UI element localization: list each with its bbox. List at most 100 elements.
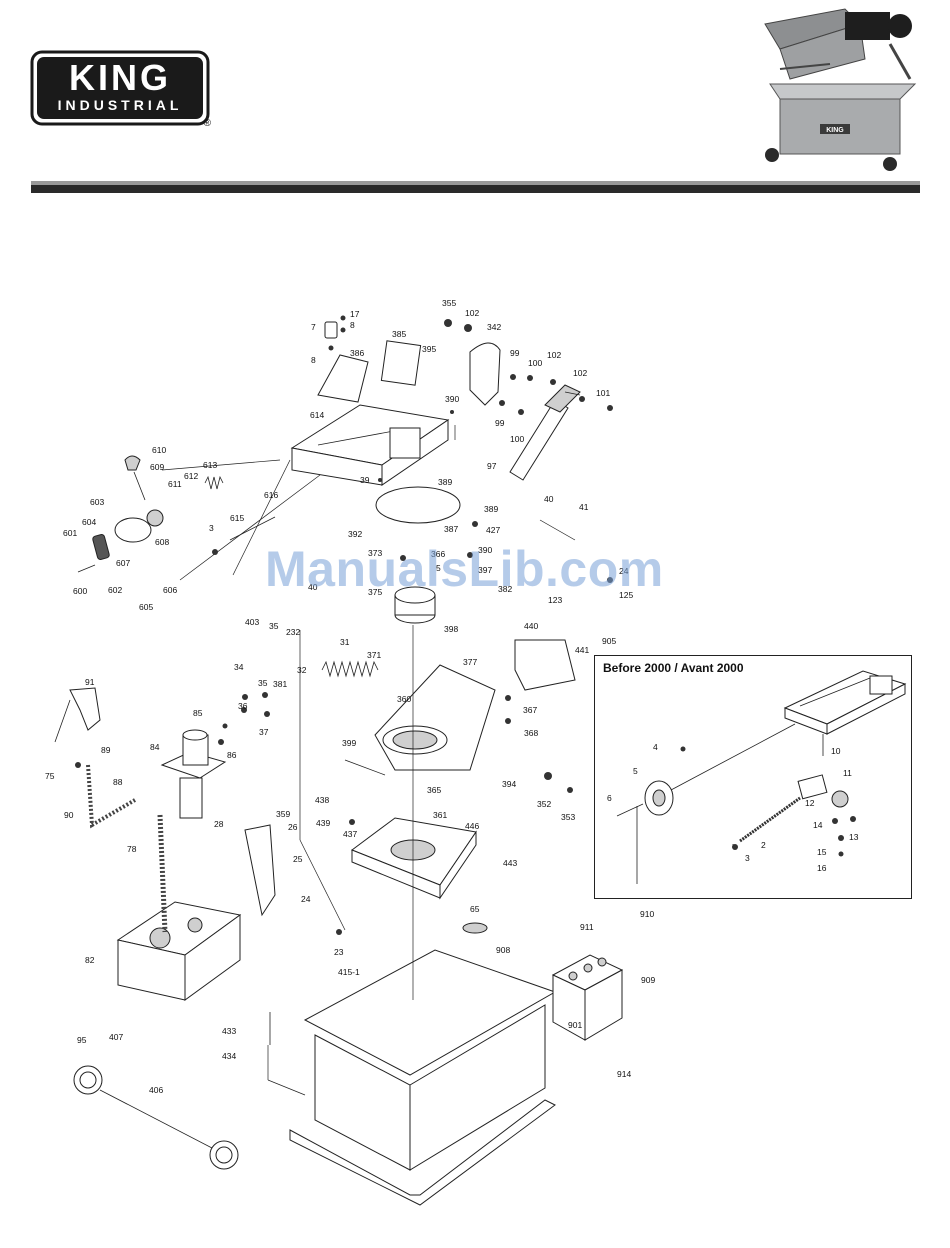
part-label: 613 [203, 460, 217, 470]
part-label: 86 [227, 750, 237, 760]
arm-26 [244, 824, 276, 917]
photo-badge: KING [826, 127, 844, 134]
part-label: 608 [155, 537, 169, 547]
part-label: 32 [297, 665, 307, 675]
part-label: 367 [523, 705, 537, 715]
part-label: 361 [433, 810, 447, 820]
inset-part-label: 14 [813, 820, 823, 830]
hose-78 [157, 814, 168, 933]
part-label: 390 [445, 394, 459, 404]
part-label: 610 [152, 445, 166, 455]
part-label: 75 [45, 771, 55, 781]
part-label: 398 [444, 624, 458, 634]
part-label: 601 [63, 528, 77, 538]
part-label: 394 [502, 779, 516, 789]
saw-bow-frame [290, 404, 450, 486]
part-label: 88 [113, 777, 123, 787]
logo-registered: ® [204, 118, 212, 128]
part-label: 395 [422, 344, 436, 354]
lead-screw-2 [739, 796, 801, 843]
inset-diagram: 2 3 4 5 6 10 11 12 13 14 15 16 [607, 670, 907, 884]
stand-415-1 [289, 949, 557, 1206]
part-label: 914 [617, 1069, 631, 1079]
part-label: 37 [259, 727, 269, 737]
spring-31 [321, 660, 379, 678]
part-label: 606 [163, 585, 177, 595]
part-label: 604 [82, 517, 96, 527]
part-label: 125 [619, 590, 633, 600]
part-label: 102 [573, 368, 587, 378]
part-label: 355 [442, 298, 456, 308]
part-label: 406 [149, 1085, 163, 1095]
bushing-371 [394, 586, 436, 624]
table-446 [350, 817, 477, 900]
part-label: 90 [64, 810, 74, 820]
part-label: 415-1 [338, 967, 360, 977]
part-label: 36 [238, 701, 248, 711]
fasteners [75, 315, 613, 935]
part-label: 95 [77, 1035, 87, 1045]
part-label: 28 [214, 819, 224, 829]
part-label: 433 [222, 1026, 236, 1036]
part-label: 342 [487, 322, 501, 332]
part-label: 434 [222, 1051, 236, 1061]
part-label: 441 [575, 645, 589, 655]
part-label: 603 [90, 497, 104, 507]
part-label: 91 [85, 677, 95, 687]
part-label: 368 [524, 728, 538, 738]
part-label: 609 [150, 462, 164, 472]
part-label: 7 [311, 322, 316, 332]
part-label: 614 [310, 410, 324, 420]
part-label: 360 [397, 694, 411, 704]
wheel-95 [73, 1065, 103, 1095]
part-label: 908 [496, 945, 510, 955]
part-label: 89 [101, 745, 111, 755]
part-label: 40 [308, 582, 318, 592]
plate-387 [375, 486, 461, 524]
part-label: 438 [315, 795, 329, 805]
part-label: 905 [602, 636, 616, 646]
part-label: 101 [596, 388, 610, 398]
axle-406 [99, 1089, 213, 1149]
header-divider [31, 181, 920, 193]
part-label: 605 [139, 602, 153, 612]
part-number-callouts: 17 8 7 8 385 386 395 355 102 342 99 100 … [45, 298, 655, 1095]
part-label: 123 [548, 595, 562, 605]
part-label: 377 [463, 657, 477, 667]
part-label: 437 [343, 829, 357, 839]
watermark: ManualsLib.com [265, 541, 664, 597]
cam-assembly-603 [77, 509, 164, 573]
inset-part-label: 12 [805, 798, 815, 808]
part-label: 352 [537, 799, 551, 809]
valve-91 [69, 687, 101, 731]
part-label: 909 [641, 975, 655, 985]
part-label: 3 [209, 523, 214, 533]
part-label: 600 [73, 586, 87, 596]
part-label: 611 [168, 479, 182, 489]
shaft-615 [229, 516, 276, 541]
part-label: 443 [503, 858, 517, 868]
part-label: 373 [368, 548, 382, 558]
part-label: 65 [470, 904, 480, 914]
part-label: 366 [431, 549, 445, 559]
cap-7 [324, 321, 338, 339]
part-label: 615 [230, 513, 244, 523]
wheel-right [209, 1140, 239, 1170]
part-label: 910 [640, 909, 654, 919]
part-label: 99 [510, 348, 520, 358]
part-label: 40 [544, 494, 554, 504]
part-label: 397 [478, 565, 492, 575]
part-label: 353 [561, 812, 575, 822]
part-label: 365 [427, 785, 441, 795]
inset-part-label: 2 [761, 840, 766, 850]
part-label: 41 [579, 502, 589, 512]
part-label: 612 [184, 471, 198, 481]
part-label: 34 [234, 662, 244, 672]
inset-part-label: 10 [831, 746, 841, 756]
part-label: 392 [348, 529, 362, 539]
inset-part-label: 4 [653, 742, 658, 752]
logo-brand: KING [69, 57, 171, 98]
inset-part-label: 5 [633, 766, 638, 776]
part-label: 389 [438, 477, 452, 487]
part-label: 78 [127, 844, 137, 854]
